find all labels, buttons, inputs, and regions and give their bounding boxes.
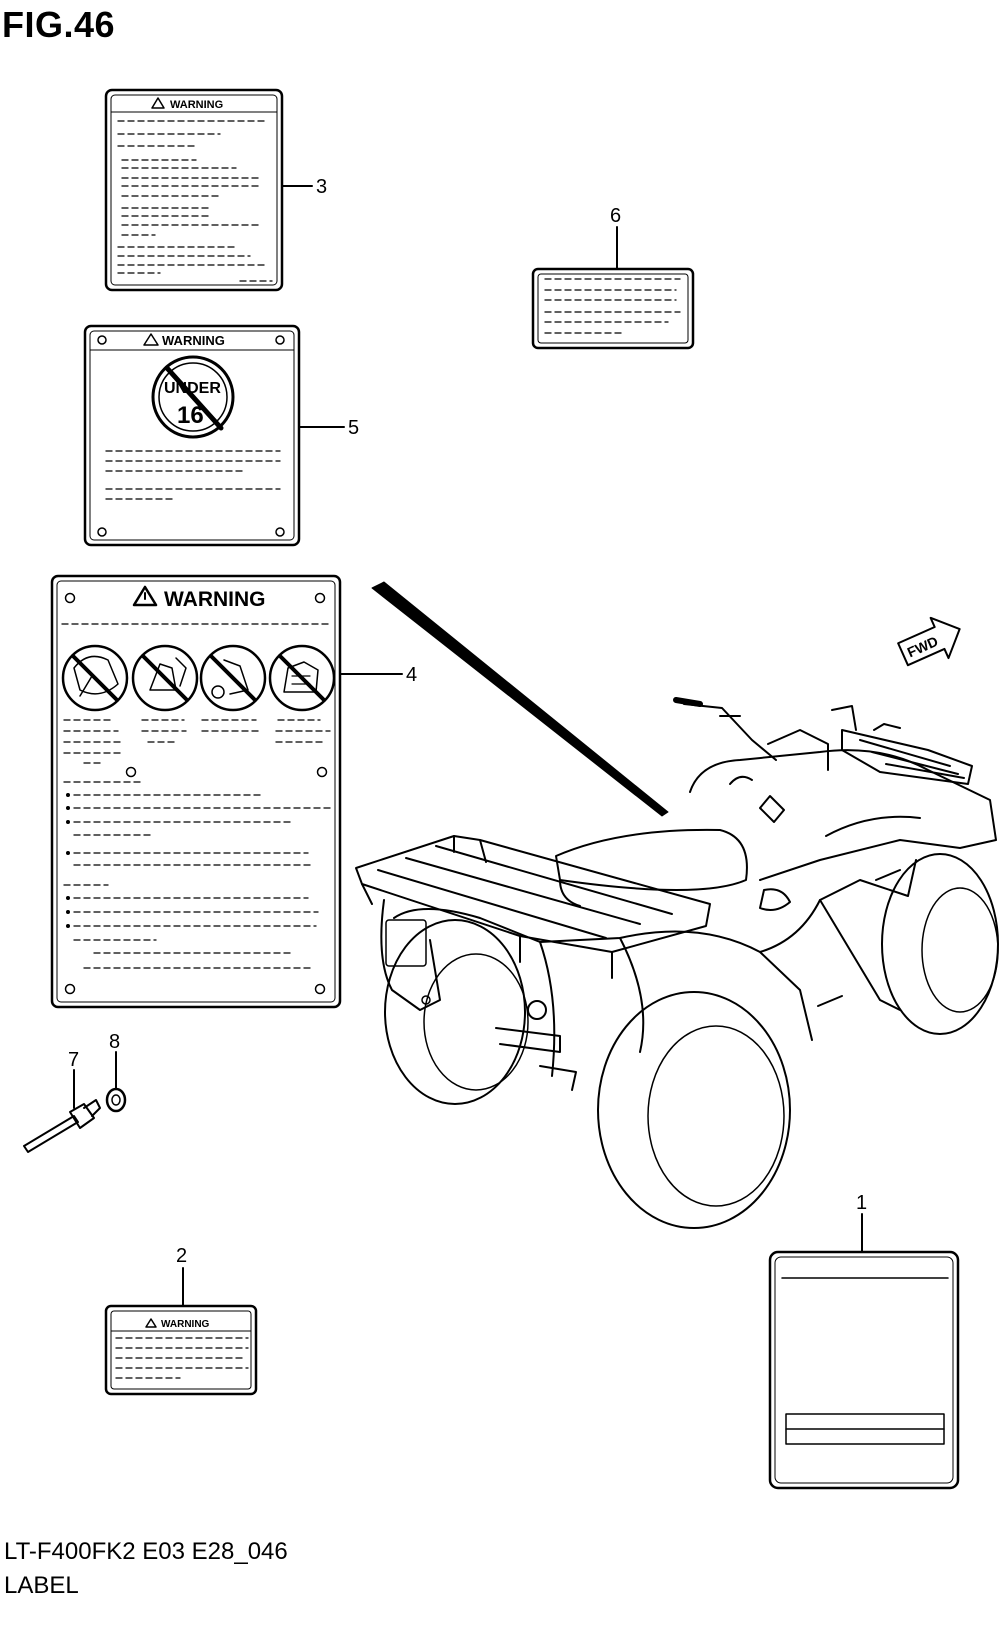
label-4[interactable]: WARNING <box>50 574 342 1009</box>
warning-triangle-icon <box>151 97 165 109</box>
callout-3[interactable]: 3 <box>316 176 327 198</box>
callout-6[interactable]: 6 <box>610 205 621 227</box>
no-passenger-pictogram-icon <box>61 644 129 712</box>
warning-triangle-icon <box>132 585 158 607</box>
part-7-rivet[interactable] <box>23 1099 101 1153</box>
label-2-warning-text: WARNING <box>161 1319 210 1330</box>
label-3[interactable]: WARNING <box>104 88 284 292</box>
label-5-warning-text: WARNING <box>162 333 225 348</box>
part-8-washer[interactable] <box>105 1087 127 1113</box>
no-stunt-pictogram-icon <box>268 644 336 712</box>
label-5[interactable]: WARNING UNDER 16 <box>83 324 301 547</box>
location-pointer-arrow <box>371 581 669 817</box>
callout-5[interactable]: 5 <box>348 417 359 439</box>
no-alcohol-pictogram-icon <box>131 644 199 712</box>
section-name: LABEL <box>4 1572 79 1599</box>
diagram-code: LT-F400FK2 E03 E28_046 <box>4 1538 288 1565</box>
label-4-warning-text: WARNING <box>164 588 266 611</box>
callout-2[interactable]: 2 <box>176 1245 187 1267</box>
label-1[interactable] <box>768 1250 960 1490</box>
callout-4[interactable]: 4 <box>406 664 417 686</box>
label-6[interactable] <box>531 267 695 350</box>
label-2[interactable]: WARNING <box>104 1304 258 1396</box>
no-under-16-icon: UNDER 16 <box>151 355 235 439</box>
forward-direction-arrow-icon: FWD <box>897 616 961 667</box>
callout-7[interactable]: 7 <box>68 1049 79 1071</box>
warning-triangle-icon <box>143 333 159 346</box>
atv-vehicle-illustration <box>355 697 999 1229</box>
no-public-road-pictogram-icon <box>199 644 267 712</box>
callout-8[interactable]: 8 <box>109 1031 120 1053</box>
figure-title: FIG.46 <box>2 4 116 45</box>
label-3-warning-text: WARNING <box>170 99 223 111</box>
callout-1[interactable]: 1 <box>856 1192 867 1214</box>
warning-triangle-icon <box>145 1318 157 1328</box>
